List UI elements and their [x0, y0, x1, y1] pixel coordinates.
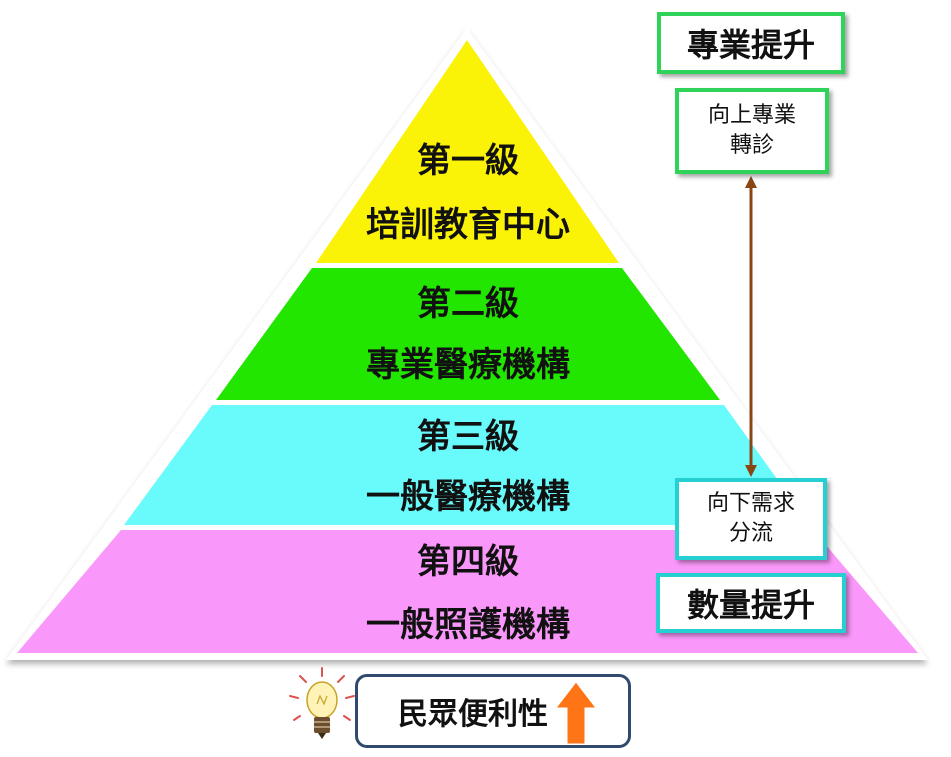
- public-convenience-box: 民眾便利性: [355, 674, 631, 748]
- tier-1-band: [316, 40, 619, 263]
- quantity-improvement-box: 數量提升: [656, 573, 846, 633]
- upward-referral-box: 向上專業 轉診: [675, 88, 829, 174]
- tier-3-band: [124, 405, 810, 525]
- tier-2-level: 第二級: [417, 284, 519, 324]
- upward-referral-line1: 向上專業: [707, 103, 796, 128]
- public-convenience-label: 民眾便利性: [398, 697, 548, 732]
- lightbulb-icon: [289, 667, 355, 739]
- quantity-improvement-label: 數量提升: [686, 586, 815, 624]
- downward-triage-line2: 分流: [728, 521, 773, 546]
- tier-4-name: 一般照護機構: [366, 605, 570, 645]
- professional-improvement-box: 專業提升: [657, 12, 845, 74]
- professional-improvement-label: 專業提升: [686, 26, 815, 64]
- tier-2-name: 專業醫療機構: [366, 345, 570, 385]
- tier-1-name: 培訓教育中心: [366, 205, 570, 245]
- tier-3-level: 第三級: [417, 417, 519, 457]
- downward-triage-line1: 向下需求: [706, 491, 795, 516]
- tier-1-level: 第一級: [417, 141, 519, 181]
- tier-3-name: 一般醫療機構: [366, 477, 570, 517]
- tier-4-level: 第四級: [417, 542, 519, 582]
- downward-triage-box: 向下需求 分流: [675, 478, 827, 560]
- upward-referral-line2: 轉診: [729, 133, 774, 158]
- tier-2-band: [216, 268, 720, 400]
- up-arrow-icon: [554, 681, 598, 745]
